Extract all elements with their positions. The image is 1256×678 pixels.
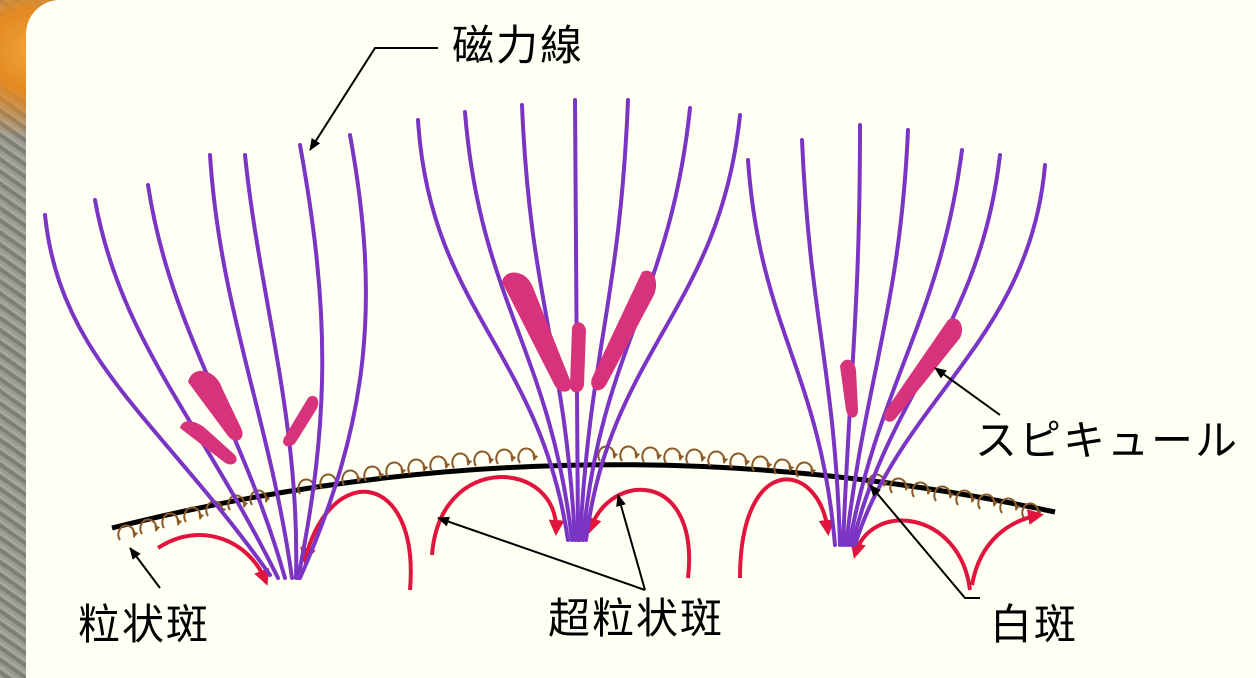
label-granulation: 粒状斑 (78, 604, 210, 646)
spicule-right-2 (884, 318, 962, 421)
leader-supergranulation-a (438, 518, 645, 590)
label-supergranulation: 超粒状斑 (548, 598, 724, 640)
leader-faculae (870, 485, 980, 598)
leader-granulation (130, 548, 160, 588)
leader-supergranulation-b (618, 495, 645, 590)
label-faculae: 白斑 (990, 604, 1078, 646)
spicule-mid-2 (570, 322, 586, 392)
spicule-mid-3 (591, 271, 656, 391)
spicule-right-1 (840, 360, 858, 418)
label-field-lines: 磁力線 (452, 25, 584, 67)
field-lines-middle (418, 100, 740, 540)
spicules (180, 271, 962, 465)
label-spicule: スピキュール (975, 420, 1239, 462)
